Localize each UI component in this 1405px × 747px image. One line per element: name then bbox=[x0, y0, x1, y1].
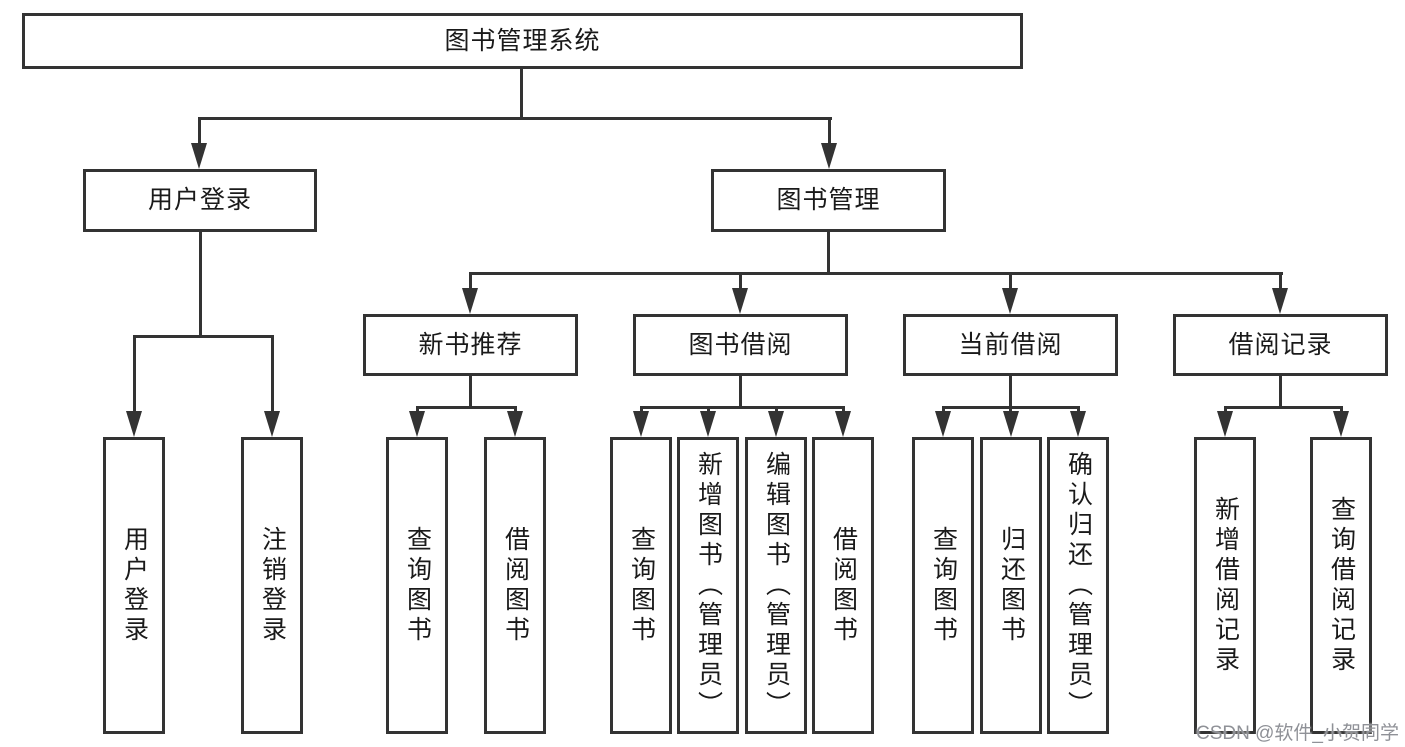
arrowhead-down-icon bbox=[462, 288, 478, 314]
node-label: 借阅图书 bbox=[829, 525, 858, 646]
connector-line bbox=[416, 406, 517, 409]
connector-line bbox=[1224, 406, 1343, 409]
node-label: 新书推荐 bbox=[418, 330, 523, 359]
node-book-management: 图书管理 bbox=[711, 169, 946, 232]
connector-line bbox=[198, 117, 832, 120]
arrowhead-down-icon bbox=[126, 411, 142, 437]
node-book-borrowing: 图书借阅 bbox=[633, 314, 848, 376]
connector-line bbox=[198, 117, 201, 147]
leaf-borrow-books: 借阅图书 bbox=[812, 437, 874, 734]
node-borrowing-records: 借阅记录 bbox=[1173, 314, 1388, 376]
arrowhead-down-icon bbox=[835, 411, 851, 437]
connector-line bbox=[1279, 376, 1282, 408]
watermark: CSDN @软件_小贺同学 bbox=[1196, 723, 1399, 744]
connector-line bbox=[1279, 272, 1282, 292]
connector-line bbox=[640, 406, 845, 409]
connector-line bbox=[520, 69, 523, 119]
node-label: 查询图书 bbox=[627, 525, 656, 646]
leaf-logout: 注销登录 bbox=[241, 437, 303, 734]
node-label: 确认归还（管理员） bbox=[1064, 450, 1093, 721]
node-library-system: 图书管理系统 bbox=[22, 13, 1023, 69]
arrowhead-down-icon bbox=[1333, 411, 1349, 437]
node-label: 注销登录 bbox=[258, 525, 287, 646]
node-label: 借阅图书 bbox=[501, 525, 530, 646]
arrowhead-down-icon bbox=[409, 411, 425, 437]
arrowhead-down-icon bbox=[768, 411, 784, 437]
arrowhead-down-icon bbox=[633, 411, 649, 437]
leaf-query-books-current: 查询图书 bbox=[912, 437, 974, 734]
arrowhead-down-icon bbox=[264, 411, 280, 437]
connector-line bbox=[1009, 376, 1012, 408]
node-label: 借阅记录 bbox=[1228, 330, 1333, 359]
arrowhead-down-icon bbox=[700, 411, 716, 437]
connector-line bbox=[828, 117, 831, 147]
leaf-add-book-admin: 新增图书（管理员） bbox=[677, 437, 739, 734]
leaf-confirm-return-admin: 确认归还（管理员） bbox=[1047, 437, 1109, 734]
arrowhead-down-icon bbox=[1002, 288, 1018, 314]
leaf-query-books-recommend: 查询图书 bbox=[386, 437, 448, 734]
arrowhead-down-icon bbox=[1217, 411, 1233, 437]
connector-line bbox=[827, 232, 830, 274]
arrowhead-down-icon bbox=[732, 288, 748, 314]
node-label: 新增借阅记录 bbox=[1211, 495, 1240, 676]
connector-line bbox=[133, 335, 274, 338]
node-label: 编辑图书（管理员） bbox=[762, 450, 791, 721]
node-current-borrowing: 当前借阅 bbox=[903, 314, 1118, 376]
connector-line bbox=[739, 376, 742, 408]
node-label: 归还图书 bbox=[997, 525, 1026, 646]
node-label: 图书管理系统 bbox=[444, 26, 601, 55]
leaf-borrow-books-recommend: 借阅图书 bbox=[484, 437, 546, 734]
leaf-query-borrow-record: 查询借阅记录 bbox=[1310, 437, 1372, 734]
node-label: 用户登录 bbox=[147, 186, 252, 214]
node-user-login: 用户登录 bbox=[83, 169, 317, 232]
node-label: 图书管理 bbox=[776, 186, 881, 214]
node-label: 查询图书 bbox=[403, 525, 432, 646]
connector-line bbox=[133, 335, 136, 413]
connector-line bbox=[739, 272, 742, 292]
node-label: 新增图书（管理员） bbox=[694, 450, 723, 721]
arrowhead-down-icon bbox=[191, 143, 207, 169]
connector-line bbox=[469, 272, 472, 292]
arrowhead-down-icon bbox=[1003, 411, 1019, 437]
leaf-query-books-borrow: 查询图书 bbox=[610, 437, 672, 734]
leaf-return-book: 归还图书 bbox=[980, 437, 1042, 734]
node-label: 查询借阅记录 bbox=[1327, 495, 1356, 676]
connector-line bbox=[469, 272, 1283, 275]
connector-line bbox=[199, 232, 202, 338]
node-label: 图书借阅 bbox=[688, 330, 793, 359]
leaf-user-login: 用户登录 bbox=[103, 437, 165, 734]
node-label: 用户登录 bbox=[120, 525, 149, 646]
arrowhead-down-icon bbox=[507, 411, 523, 437]
arrowhead-down-icon bbox=[935, 411, 951, 437]
connector-line bbox=[271, 335, 274, 413]
leaf-edit-book-admin: 编辑图书（管理员） bbox=[745, 437, 807, 734]
connector-line bbox=[1009, 272, 1012, 292]
leaf-add-borrow-record: 新增借阅记录 bbox=[1194, 437, 1256, 734]
arrowhead-down-icon bbox=[1272, 288, 1288, 314]
arrowhead-down-icon bbox=[821, 143, 837, 169]
node-label: 当前借阅 bbox=[958, 330, 1063, 359]
node-new-book-recommend: 新书推荐 bbox=[363, 314, 578, 376]
node-label: 查询图书 bbox=[929, 525, 958, 646]
arrowhead-down-icon bbox=[1070, 411, 1086, 437]
connector-line bbox=[469, 376, 472, 408]
